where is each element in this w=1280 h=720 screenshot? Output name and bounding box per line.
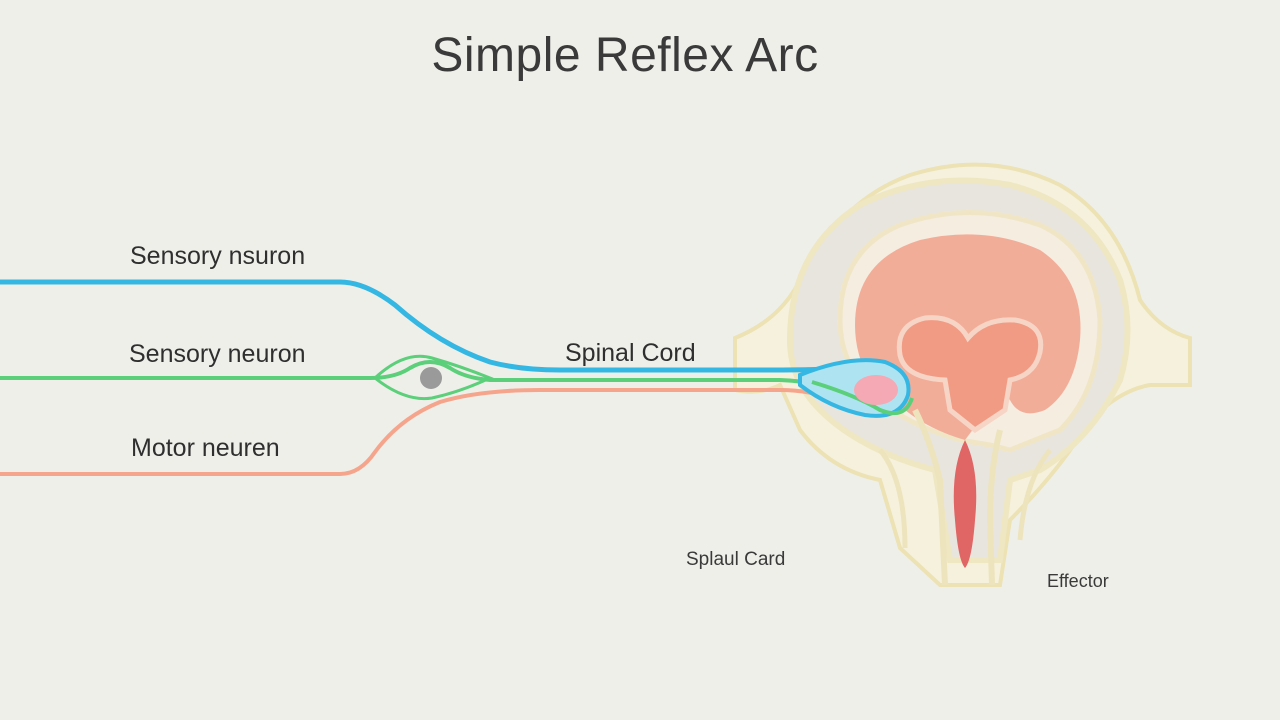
synapse-bulb [798, 358, 914, 418]
ganglion-cell-body [420, 367, 442, 389]
effector-label: Effector [1047, 571, 1109, 591]
sensory-neuron-mid-label: Sensory neuron [129, 340, 306, 368]
spinal-cord-label: Spinal Cord [565, 339, 696, 367]
sensory-neuron-top-label: Sensory nsuron [130, 242, 306, 270]
diagram-title: Simple Reflex Arc [431, 29, 819, 82]
motor-neuron-line [0, 388, 837, 476]
motor-neuron-label: Motor neuren [131, 434, 280, 462]
dorsal-root-ganglion-outline [372, 354, 494, 401]
spinal-cord-small-label: Splaul Card [686, 549, 786, 570]
sensory-neuron-top-line [0, 279, 853, 373]
